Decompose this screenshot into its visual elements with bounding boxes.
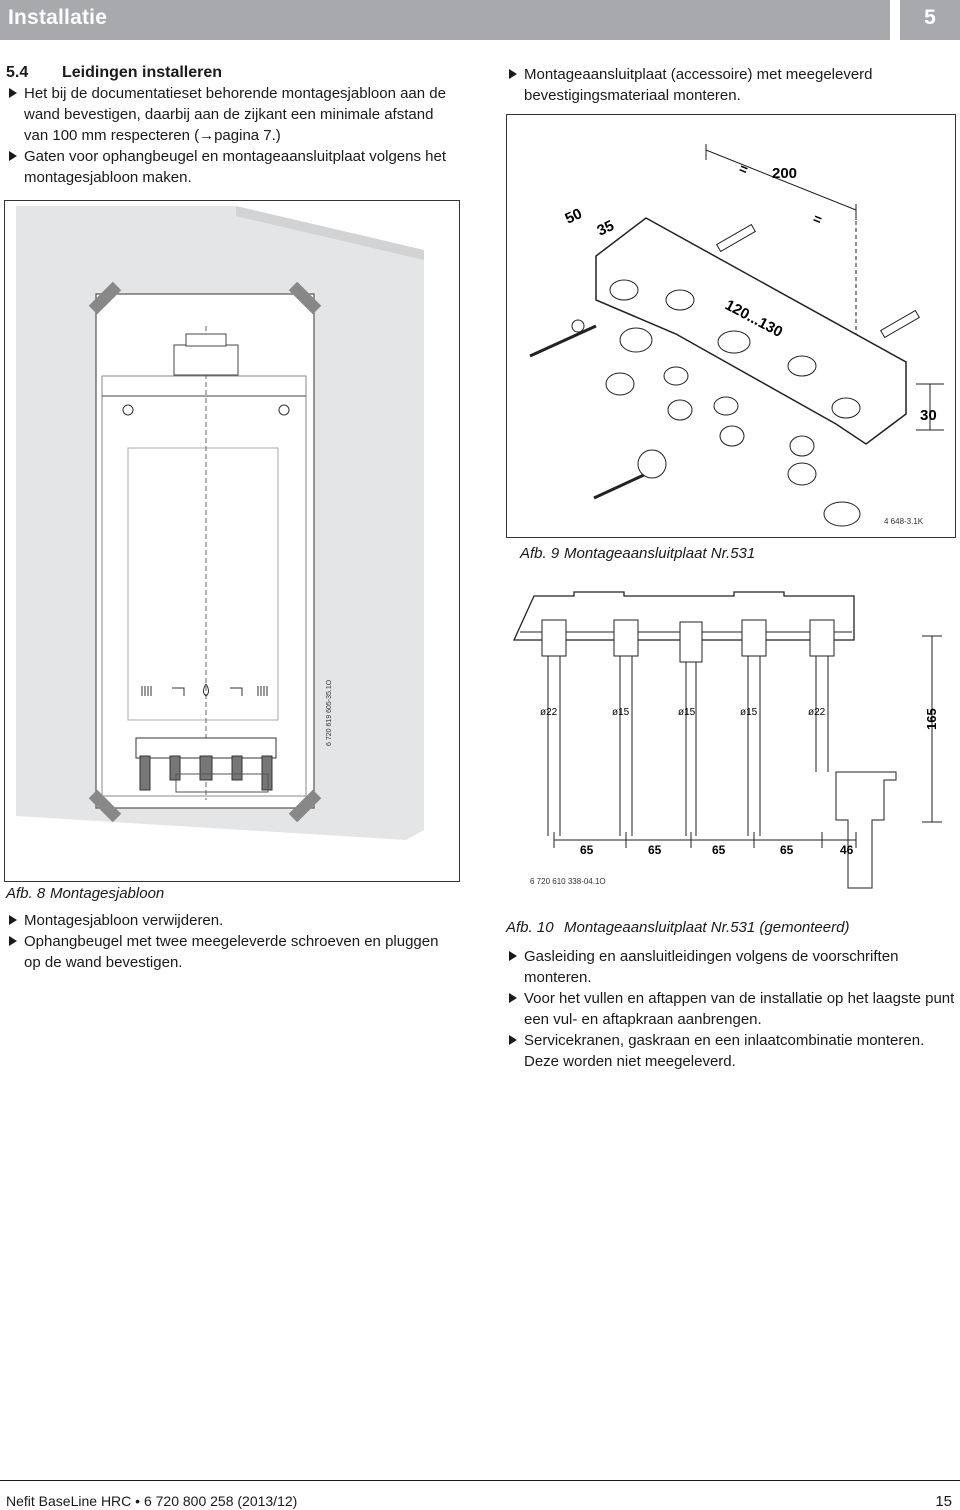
figure-9-connection-plate-exploded: 200 = = 50 35 120...130 30 4 648-3.1K	[506, 114, 956, 538]
section-number: 5.4	[6, 64, 29, 81]
dimension-spacing: 65	[712, 843, 726, 857]
dimension-spacing: 46	[840, 843, 854, 857]
left-column-bottom: Montagesjabloon verwijderen. Ophangbeuge…	[6, 910, 458, 973]
footer-rule	[0, 1480, 960, 1481]
figure-code: 4 648-3.1K	[884, 517, 924, 526]
figure-10-connection-plate-mounted: ø22 ø15 ø15 ø15 ø22 165 65 65 65 65 46 6…	[512, 591, 942, 889]
section-heading: 5.4 Leidingen installeren	[6, 62, 454, 83]
right-column-bottom: Gasleiding en aansluitleidingen volgens …	[506, 946, 958, 1072]
instruction-bullet: Montagesjabloon verwijderen.	[6, 910, 458, 931]
figure-code: 6 720 619 605-35.1O	[326, 679, 333, 746]
figure-10-caption: Afb. 10 Montageaansluitplaat Nr.531 (gemo…	[506, 917, 849, 938]
figure-8-mounting-template: 6 720 619 605-35.1O	[4, 200, 460, 882]
instruction-bullet: Het bij de documentatieset behorende mon…	[6, 83, 454, 146]
dimension-30: 30	[920, 407, 937, 424]
pipe-diameter: ø22	[540, 707, 558, 718]
instruction-bullet: Voor het vullen en aftappen van de insta…	[506, 988, 958, 1030]
figure-code: 6 720 610 338-04.1O	[530, 877, 606, 886]
chapter-number: 5	[924, 6, 936, 29]
right-column-top: Montageaansluitplaat (accessoire) met me…	[506, 64, 956, 106]
condensate-drain	[835, 771, 897, 889]
pipe-diameter: ø15	[612, 707, 630, 718]
instruction-bullet: Gaten voor ophangbeugel en montageaanslu…	[6, 146, 454, 188]
mounting-plate	[595, 217, 907, 445]
pipe-diameter: ø15	[740, 707, 758, 718]
figure-label: Afb. 8	[6, 885, 46, 902]
dimension-200: 200	[772, 165, 797, 182]
pipe-diameter: ø22	[808, 707, 826, 718]
footer-page-number: 15	[935, 1493, 952, 1510]
instruction-bullet: Montageaansluitplaat (accessoire) met me…	[506, 64, 956, 106]
chapter-header-bar: Installatie	[0, 0, 890, 40]
tape-corner	[288, 789, 322, 823]
left-column-top: 5.4 Leidingen installeren Het bij de docu…	[6, 62, 454, 188]
chapter-number-badge: 5	[900, 0, 960, 40]
instruction-bullet: Servicekranen, gaskraan en een inlaatcom…	[506, 1030, 958, 1072]
figure-label: Afb. 9	[520, 545, 560, 562]
pipe-diameter: ø15	[678, 707, 696, 718]
mounting-plate	[512, 591, 855, 641]
instruction-bullet: Gasleiding en aansluitleidingen volgens …	[506, 946, 958, 988]
instruction-bullet: Ophangbeugel met twee meegeleverde schro…	[6, 931, 458, 973]
figure-caption-text: Montageaansluitplaat Nr.531	[564, 545, 756, 562]
dimension-spacing: 65	[580, 843, 594, 857]
section-title: Leidingen installeren	[62, 64, 223, 81]
tape-corner	[88, 789, 122, 823]
figure-label: Afb. 10	[506, 919, 554, 936]
dimension-165: 165	[924, 708, 939, 730]
dimension-35: 35	[595, 217, 617, 239]
figure-caption-text: Montagesjabloon	[50, 885, 165, 902]
dimension-50: 50	[563, 205, 585, 227]
tape-corner	[288, 281, 322, 315]
chapter-title: Installatie	[8, 6, 108, 29]
tape-corner	[88, 281, 122, 315]
figure-caption-text: Montageaansluitplaat Nr.531 (gemonteerd)	[564, 919, 850, 936]
footer-document-info: Nefit BaseLine HRC • 6 720 800 258 (2013…	[6, 1493, 298, 1509]
dimension-spacing: 65	[780, 843, 794, 857]
dimension-spacing: 65	[648, 843, 662, 857]
